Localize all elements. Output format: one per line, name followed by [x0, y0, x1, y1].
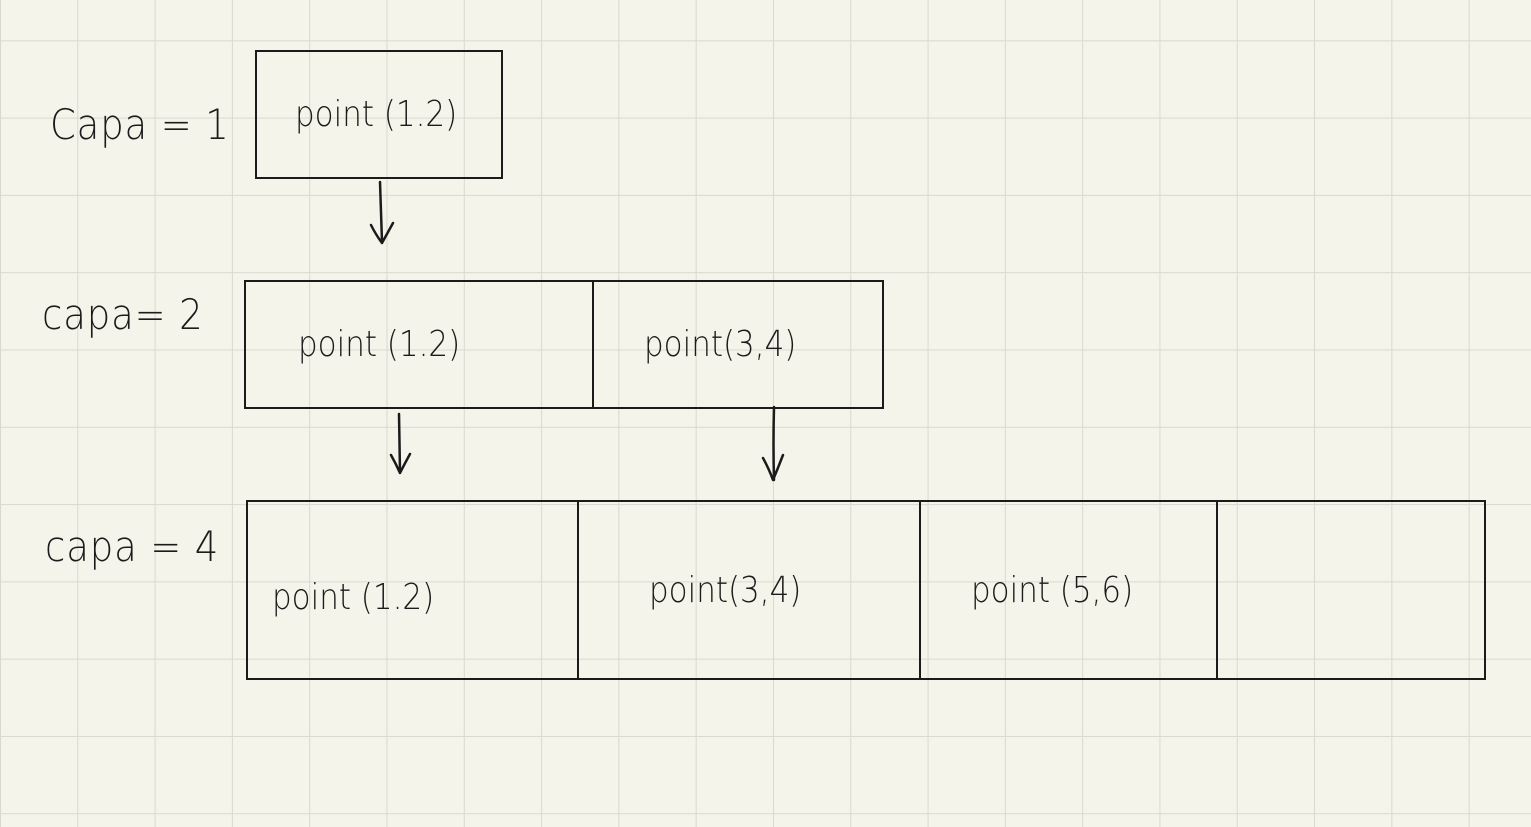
- array-capa-1: point (1.2): [255, 50, 503, 179]
- cell-label: point(3,4): [649, 569, 802, 611]
- array-capa-2: point (1.2) point(3,4): [244, 280, 884, 409]
- cell-label: point (1.2): [272, 576, 435, 618]
- cell-label: point (1.2): [295, 94, 458, 135]
- row-label-capa-4: capa = 4: [45, 522, 220, 571]
- array-cell: point (5,6): [921, 502, 1218, 678]
- array-cell-empty: [1218, 502, 1484, 678]
- cell-label: point(3,4): [643, 324, 797, 365]
- down-arrow-icon: [389, 412, 412, 475]
- array-cell: point(3,4): [594, 282, 882, 407]
- cell-label: point (1.2): [298, 324, 461, 365]
- array-cell: point (1.2): [257, 52, 501, 177]
- array-cell: point (1.2): [248, 502, 579, 678]
- array-cell: point (1.2): [246, 282, 594, 407]
- down-arrow-icon: [761, 405, 785, 482]
- array-capa-4: point (1.2) point(3,4) point (5,6): [246, 500, 1486, 680]
- down-arrow-icon: [369, 180, 395, 245]
- cell-label: point (5,6): [971, 569, 1134, 611]
- row-label-capa-1: Capa = 1: [50, 100, 230, 149]
- row-label-capa-2: capa= 2: [42, 290, 204, 339]
- array-cell: point(3,4): [579, 502, 921, 678]
